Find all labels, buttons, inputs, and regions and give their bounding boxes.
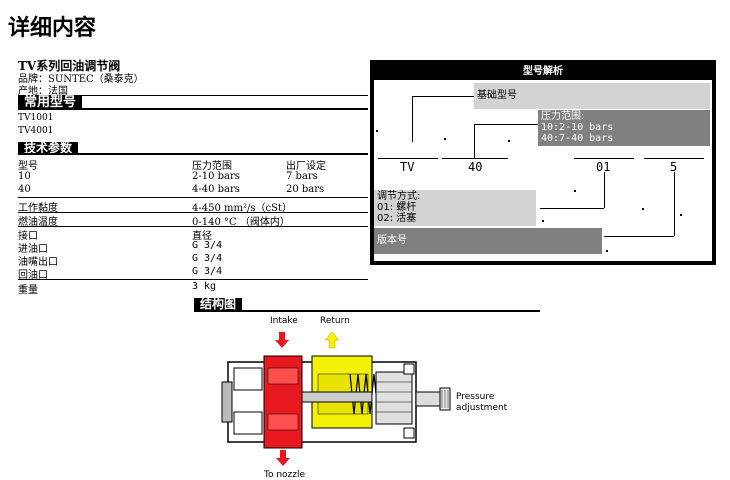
connector-line <box>474 124 538 125</box>
dot <box>574 190 576 192</box>
cell: 10 <box>18 171 31 182</box>
segment-tv: TV <box>400 160 415 174</box>
dot <box>606 250 608 252</box>
cell: 20 bars <box>286 184 325 195</box>
connector-line <box>378 158 438 159</box>
connector-line <box>540 208 604 209</box>
models-heading: 常用型号 <box>18 96 83 110</box>
spec-value: G 3/4 <box>192 240 223 251</box>
section-rule <box>18 108 368 110</box>
table-row: 40 4-40 bars 20 bars <box>18 184 368 198</box>
structure-heading: 结构图 <box>194 298 243 310</box>
connector-line <box>412 96 413 142</box>
connector-line <box>604 172 605 208</box>
return-label: Return <box>320 316 350 326</box>
connector-line <box>574 158 634 159</box>
spec-row: 重量 3 kg <box>18 281 368 296</box>
spec-row: 接口 直径 <box>18 227 368 242</box>
dot <box>680 214 682 216</box>
pressure-label-line: Pressure <box>456 392 495 402</box>
tech-heading: 技术参数 <box>18 142 79 154</box>
spec-label: 油嘴出口 <box>18 257 58 268</box>
spec-label: 回油口 <box>18 270 48 281</box>
segment-01: 01 <box>596 160 611 174</box>
dot <box>642 208 644 210</box>
col-model: 型号 <box>18 161 38 172</box>
model-code-heading: 型号解析 <box>523 66 563 77</box>
adjust-title: 调节方式: <box>377 191 421 202</box>
product-brand: 品牌：SUNTEC（桑泰克） <box>18 74 144 85</box>
cell: 4-40 bars <box>192 184 240 195</box>
spec-label: 接口 <box>18 231 38 242</box>
base-model-box: 基础型号 <box>474 83 710 109</box>
pressure-option: 40:7-40 bars <box>541 133 614 144</box>
spec-row: 回油口 G 3/4 <box>18 266 368 281</box>
spec-label: 重量 <box>18 285 38 296</box>
spec-label: 燃油温度 <box>18 217 58 228</box>
spec-value: 0-140 °C （阀体内） <box>192 217 290 228</box>
nozzle-arrow-icon <box>276 450 290 466</box>
table-row: 10 2-10 bars 7 bars <box>18 171 368 184</box>
spec-value: 直径 <box>192 231 212 242</box>
spec-row: 油嘴出口 G 3/4 <box>18 253 368 268</box>
connector-line <box>604 236 674 237</box>
dot <box>542 220 544 222</box>
section-rule <box>18 95 368 96</box>
spec-value: G 3/4 <box>192 266 223 277</box>
connector-line <box>474 124 475 158</box>
section-rule <box>18 153 368 155</box>
spec-label: 工作黏度 <box>18 203 58 214</box>
intake-arrow-icon <box>275 332 289 348</box>
pressure-adjustment-label: Pressure adjustment <box>456 392 507 414</box>
product-name: TV系列回油调节阀 <box>18 59 121 73</box>
cell: 2-10 bars <box>192 171 240 182</box>
spec-value: G 3/4 <box>192 253 223 264</box>
col-factory: 出厂设定 <box>286 161 326 172</box>
model-item-1: TV1001 <box>18 113 54 123</box>
pressure-label-line: adjustment <box>456 403 508 413</box>
version-box: 版本号 <box>374 228 602 254</box>
intake-label: Intake <box>270 316 298 326</box>
adjust-option: 01: 螺杆 <box>377 202 417 213</box>
pressure-box: 压力范围: 10:2-10 bars 40:7-40 bars <box>538 110 710 146</box>
spec-row: 工作黏度 4-450 mm²/s（cSt） <box>18 199 368 214</box>
valve-drawing <box>221 331 451 466</box>
connector-line <box>674 172 675 236</box>
cell: 7 bars <box>286 171 318 182</box>
to-nozzle-label: To nozzle <box>264 470 306 480</box>
model-item-2: TV4001 <box>18 126 54 136</box>
return-arrow-icon <box>324 331 340 349</box>
segment-40: 40 <box>468 160 483 174</box>
connector-line <box>442 158 508 159</box>
spec-row: 燃油温度 0-140 °C （阀体内） <box>18 213 368 228</box>
dot <box>376 130 378 132</box>
spec-label: 进油口 <box>18 244 48 255</box>
spec-row: 进油口 G 3/4 <box>18 240 368 255</box>
spec-value: 3 kg <box>192 281 217 292</box>
segment-5: 5 <box>670 160 678 174</box>
cell: 40 <box>18 184 31 195</box>
product-origin: 产地：法国 <box>18 86 68 97</box>
page-title: 详细内容 <box>8 15 97 41</box>
spec-value: 4-450 mm²/s（cSt） <box>192 203 292 214</box>
adjust-option: 02: 活塞 <box>377 213 417 224</box>
pressure-title: 压力范围: <box>541 111 585 122</box>
dot <box>444 138 446 140</box>
pressure-option: 10:2-10 bars <box>541 122 614 133</box>
section-rule <box>194 310 540 312</box>
col-pressure: 压力范围 <box>192 161 232 172</box>
connector-line <box>644 158 704 159</box>
tech-header-row: 型号 压力范围 出厂设定 <box>18 157 368 172</box>
structure-diagram: Intake Return Pressure adjustment To noz… <box>200 312 540 480</box>
model-code-panel: 型号解析 基础型号 压力范围: 10:2-10 bars 40:7-40 bar… <box>370 60 716 265</box>
connector-line <box>412 96 474 97</box>
adjust-box: 调节方式: 01: 螺杆 02: 活塞 <box>374 190 536 226</box>
model-code-body: 基础型号 压力范围: 10:2-10 bars 40:7-40 bars TV … <box>374 80 712 261</box>
dot <box>508 140 510 142</box>
